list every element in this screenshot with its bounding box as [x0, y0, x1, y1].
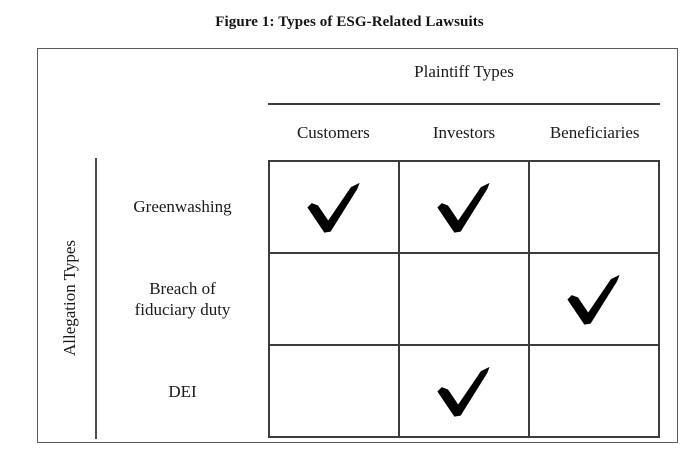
- cell-dei-customers: [270, 346, 400, 436]
- row-header-breach-line1: Breach of: [149, 278, 216, 298]
- matrix-grid: [268, 160, 660, 438]
- row-group-divider: [95, 158, 97, 439]
- figure-title: Figure 1: Types of ESG-Related Lawsuits: [215, 14, 484, 30]
- matrix-row-dei: [270, 346, 658, 436]
- cell-greenwashing-investors: [400, 162, 530, 252]
- cell-breach-customers: [270, 254, 400, 344]
- row-header-greenwashing-line1: Greenwashing: [133, 196, 232, 216]
- cell-dei-beneficiaries: [530, 346, 658, 436]
- cell-breach-investors: [400, 254, 530, 344]
- column-group-divider: [268, 103, 660, 105]
- row-header-breach-line2: fiduciary duty: [134, 300, 231, 319]
- row-header-greenwashing: Greenwashing: [100, 160, 265, 253]
- column-header-beneficiaries: Beneficiaries: [549, 123, 640, 142]
- check-mark-icon: [437, 366, 490, 417]
- column-header-customers: Customers: [296, 123, 370, 142]
- cell-greenwashing-beneficiaries: [530, 162, 658, 252]
- row-header-column: Greenwashing Breach of fiduciary duty DE…: [100, 160, 265, 438]
- cell-greenwashing-customers: [270, 162, 400, 252]
- figure-frame: [37, 48, 678, 443]
- column-header-investors: Investors: [432, 123, 496, 142]
- cell-dei-investors: [400, 346, 530, 436]
- matrix-row-breach-of-fiduciary-duty: [270, 254, 658, 346]
- row-header-dei-line1: DEI: [168, 381, 197, 401]
- matrix-row-greenwashing: [270, 162, 658, 254]
- column-header-row: Customers Investors Beneficiaries: [268, 114, 660, 152]
- check-mark-icon: [307, 182, 360, 233]
- column-group-label: Plaintiff Types: [414, 62, 514, 81]
- row-group-label: Allegation Types: [60, 239, 79, 357]
- check-mark-icon: [567, 274, 620, 325]
- cell-breach-beneficiaries: [530, 254, 658, 344]
- row-header-breach-of-fiduciary-duty: Breach of fiduciary duty: [100, 253, 265, 346]
- row-header-dei: DEI: [100, 345, 265, 438]
- check-mark-icon: [437, 182, 490, 233]
